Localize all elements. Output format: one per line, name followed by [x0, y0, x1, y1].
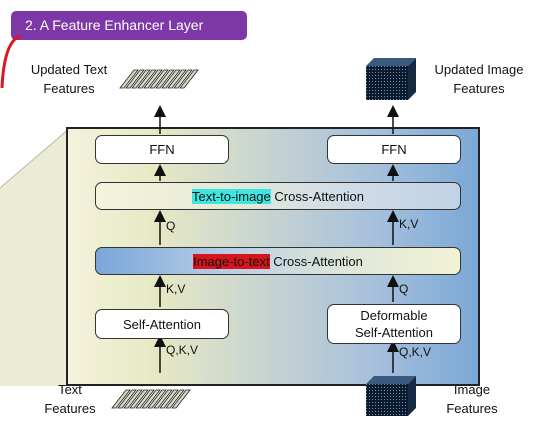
image-features-label: Image Features: [430, 380, 514, 418]
image-to-text-rest: Cross-Attention: [269, 253, 363, 269]
image-features-line2: Features: [446, 401, 498, 416]
text-to-image-cross-attention-block: Text-to-image Cross-Attention: [95, 182, 461, 210]
ffn-left-block: FFN: [95, 135, 229, 164]
updated-text-features-label: Updated Text Features: [14, 60, 124, 98]
text-features-line1: Text: [58, 382, 82, 397]
label-q-mid: Q: [399, 282, 409, 296]
label-kv-mid: K,V: [166, 282, 186, 296]
section-title: 2. A Feature Enhancer Layer: [11, 11, 247, 40]
deformable-line1: Deformable: [360, 308, 428, 323]
text-features-label: Text Features: [30, 380, 110, 418]
self-attention-block: Self-Attention: [95, 309, 229, 339]
image-to-text-highlight: Image-to-text: [193, 253, 270, 269]
label-qkv-right: Q,K,V: [399, 345, 432, 359]
text-features-line2: Features: [44, 401, 96, 416]
label-qkv-left: Q,K,V: [166, 343, 199, 357]
updated-text-label-line1: Updated Text: [30, 62, 108, 77]
label-q-top: Q: [166, 219, 176, 233]
zoom-shading: [0, 128, 70, 386]
text-to-image-highlight: Text-to-image: [192, 188, 271, 204]
ffn-right-block: FFN: [327, 135, 461, 164]
deformable-self-attention-block: Deformable Self-Attention: [327, 304, 461, 344]
deformable-line2: Self-Attention: [354, 325, 434, 340]
updated-image-features-label: Updated Image Features: [420, 60, 538, 98]
updated-text-label-line2: Features: [43, 81, 95, 96]
label-kv-top: K,V: [399, 217, 419, 231]
image-to-text-cross-attention-block: Image-to-text Cross-Attention: [95, 247, 461, 275]
updated-text-features-icon: [119, 69, 199, 89]
image-features-line1: Image: [453, 382, 491, 397]
image-features-icon: [366, 376, 416, 416]
text-to-image-rest: Cross-Attention: [270, 188, 364, 204]
updated-image-label-line2: Features: [453, 81, 505, 96]
updated-image-features-icon: [366, 58, 416, 100]
red-arc-decoration: [0, 34, 21, 89]
text-features-icon: [111, 389, 191, 409]
updated-image-label-line1: Updated Image: [434, 62, 524, 77]
